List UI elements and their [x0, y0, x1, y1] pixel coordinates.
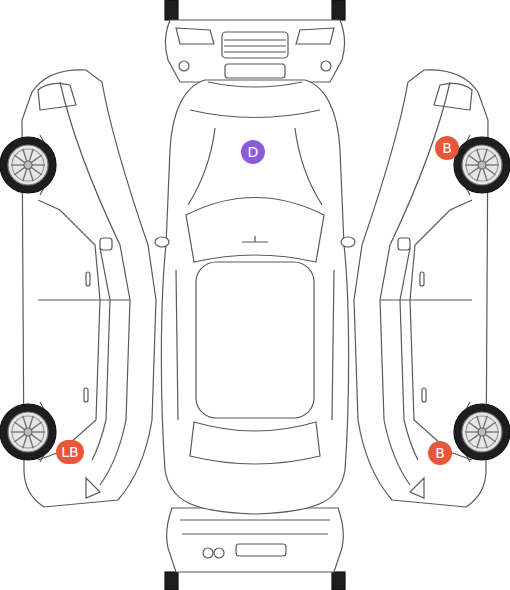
damage-badge: D	[241, 140, 265, 164]
damage-badge: B	[428, 441, 452, 465]
damage-badge: B	[435, 136, 459, 160]
damage-code: B	[442, 136, 452, 160]
damage-badge: LB	[56, 440, 84, 464]
damage-code: D	[248, 140, 259, 164]
damage-code: LB	[61, 440, 78, 464]
damage-code: B	[435, 441, 445, 465]
